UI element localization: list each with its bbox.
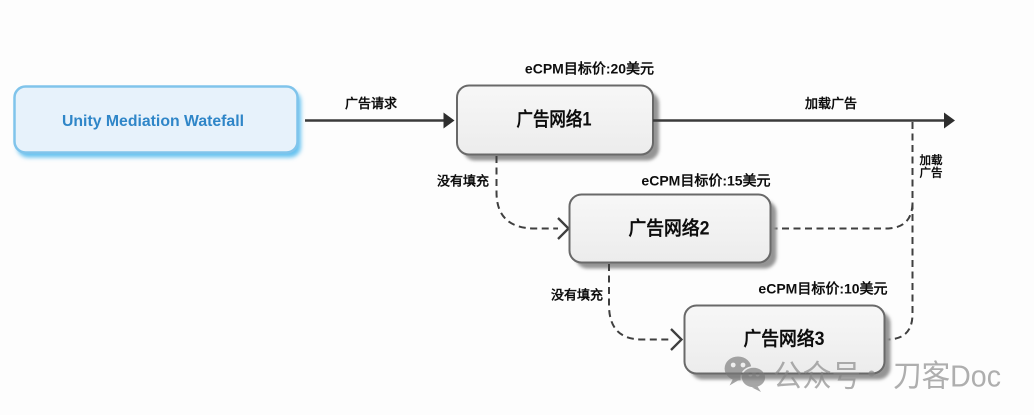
- svg-text:公众号: 公众号: [773, 360, 861, 394]
- svg-text:Unity Mediation Watefall: Unity Mediation Watefall: [62, 113, 244, 130]
- svg-text:广告: 广告: [920, 166, 943, 180]
- svg-text:加载: 加载: [919, 153, 943, 167]
- svg-text:广告网络2: 广告网络2: [629, 217, 710, 240]
- svg-text:没有填充: 没有填充: [437, 174, 489, 189]
- svg-text:广告网络3: 广告网络3: [744, 327, 825, 350]
- svg-text:eCPM目标价:10美元: eCPM目标价:10美元: [758, 281, 887, 297]
- svg-text:广告网络1: 广告网络1: [517, 108, 592, 131]
- svg-text:没有填充: 没有填充: [551, 288, 603, 303]
- svg-text:加载广告: 加载广告: [804, 96, 857, 111]
- svg-text:广告请求: 广告请求: [345, 96, 398, 111]
- svg-text:刀客Doc: 刀客Doc: [893, 360, 1001, 394]
- svg-text:eCPM目标价:20美元: eCPM目标价:20美元: [525, 61, 654, 77]
- svg-text:eCPM目标价:15美元: eCPM目标价:15美元: [641, 173, 770, 189]
